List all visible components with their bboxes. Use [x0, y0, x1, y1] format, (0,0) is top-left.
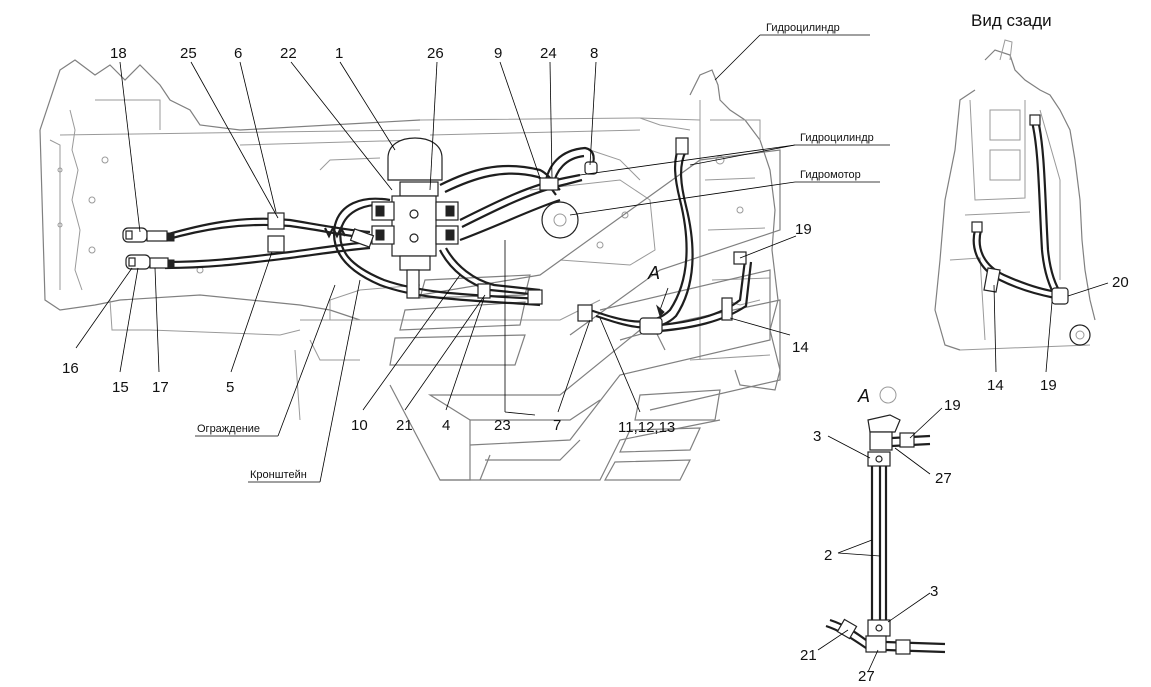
callout-17: 17: [152, 379, 169, 396]
caption-cylinder-right: Гидроцилиндр: [800, 132, 874, 144]
callout-27-a-top: 27: [935, 470, 952, 487]
callout-19-a: 19: [944, 397, 961, 414]
rear-view-title: Вид сзади: [971, 11, 1052, 30]
valve-block: [349, 137, 459, 299]
callout-3-a-bottom: 3: [930, 583, 938, 600]
callout-10: 10: [351, 417, 368, 434]
callout-9: 9: [494, 45, 502, 62]
callout-2-a: 2: [824, 547, 832, 564]
callout-26: 26: [427, 45, 444, 62]
callout-6: 6: [234, 45, 242, 62]
gearbox-area: [529, 149, 656, 266]
cylinder-mount-structure: [689, 69, 781, 391]
callout-5: 5: [226, 379, 234, 396]
view-a-detail: [817, 386, 946, 673]
callout-1: 1: [335, 45, 343, 62]
callout-24: 24: [540, 45, 557, 62]
caption-motor: Гидромотор: [800, 169, 861, 181]
view-a-title: A: [857, 386, 870, 406]
caption-guard: Ограждение: [197, 423, 260, 435]
callout-15: 15: [112, 379, 129, 396]
callout-18: 18: [110, 45, 127, 62]
fittings-right: [527, 137, 747, 335]
callout-27-a-bottom: 27: [858, 668, 875, 685]
callout-23: 23: [494, 417, 511, 434]
callout-21: 21: [396, 417, 413, 434]
callout-25: 25: [180, 45, 197, 62]
callout-7: 7: [553, 417, 561, 434]
callout-3-a-top: 3: [813, 428, 821, 445]
callout-19-main: 19: [795, 221, 812, 238]
caption-bracket: Кронштейн: [250, 469, 307, 481]
callout-16: 16: [62, 360, 79, 377]
rear-view: [934, 39, 1109, 373]
caption-cylinder-top: Гидроцилиндр: [766, 22, 840, 34]
callout-8: 8: [590, 45, 598, 62]
hose-clamps: [267, 212, 733, 321]
view-a-marker: A: [647, 263, 660, 283]
quick-couplings-left: [122, 227, 175, 270]
callout-21-a: 21: [800, 647, 817, 664]
callout-4: 4: [442, 417, 450, 434]
callout-19-rear: 19: [1040, 377, 1057, 394]
leader-lines-main: [75, 34, 890, 483]
callout-14-rear: 14: [987, 377, 1004, 394]
callout-14-main: 14: [792, 339, 809, 356]
guard-plates: [389, 149, 781, 481]
callout-11-12-13: 11,12,13: [618, 419, 675, 436]
callout-22: 22: [280, 45, 297, 62]
tractor-frame-outline: [39, 59, 701, 421]
callout-20-rear: 20: [1112, 274, 1129, 291]
